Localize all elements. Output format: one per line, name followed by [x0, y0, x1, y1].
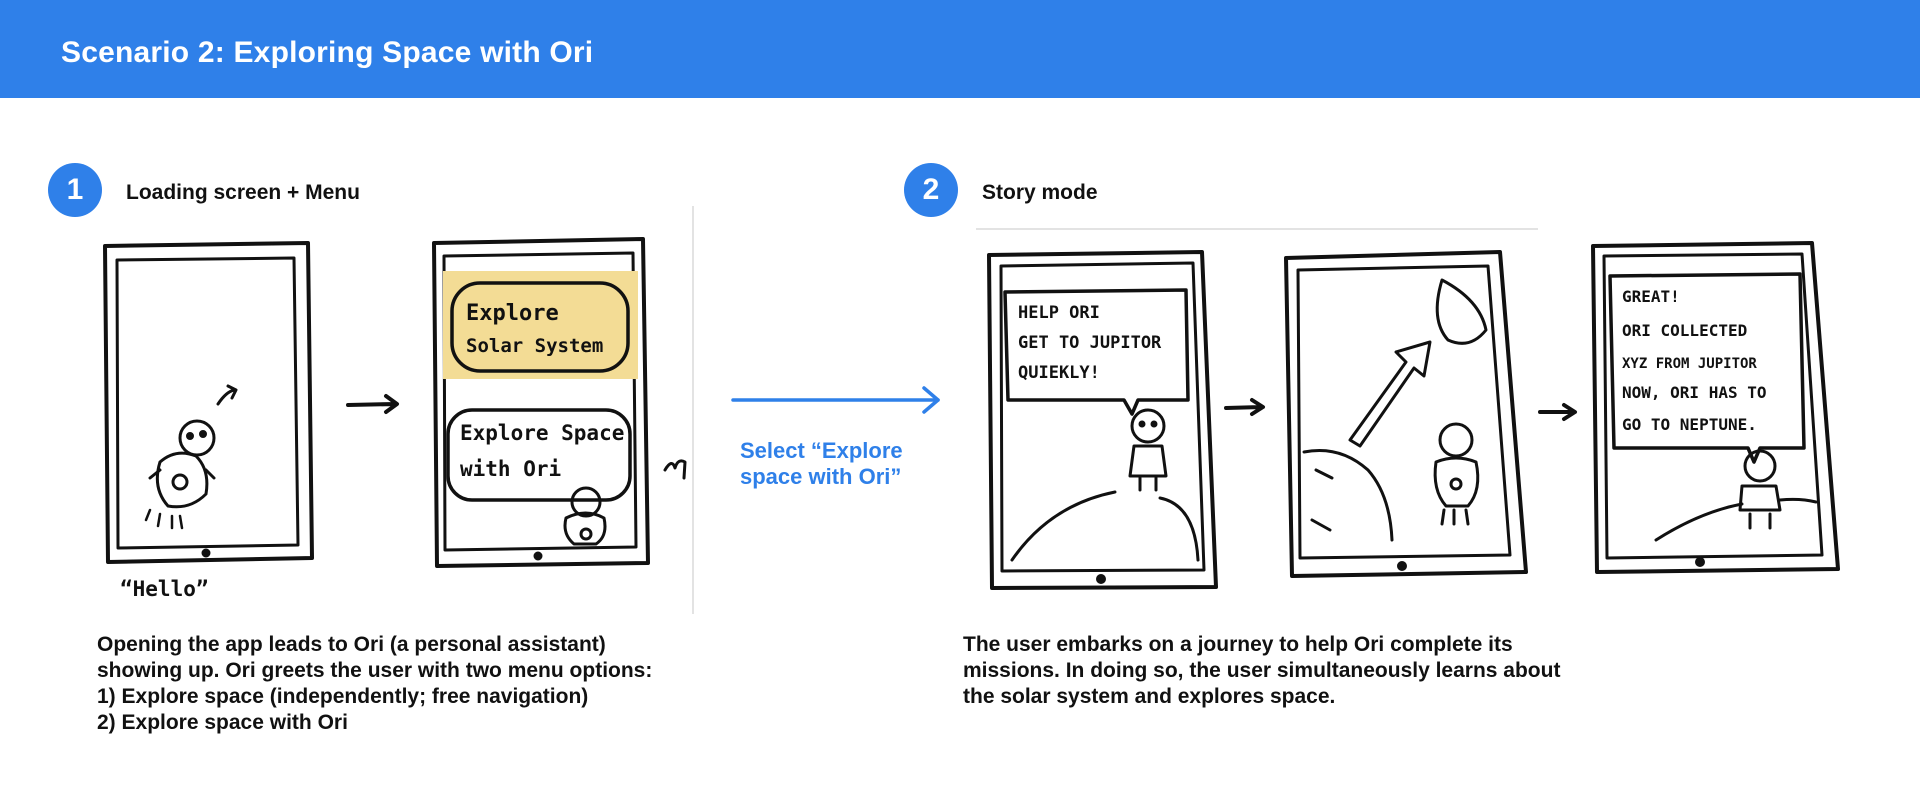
sketch-hello-caption: “Hello”	[120, 577, 209, 601]
description-line: missions. In doing so, the user simultan…	[963, 659, 1561, 682]
big-arrow-icon	[1348, 340, 1432, 448]
menu-option-1-line-1: Explore	[466, 301, 559, 326]
highlight-selected-option	[443, 271, 638, 379]
arrow-icon	[346, 394, 399, 414]
bubble-3-line-5: GO TO NEPTUNE.	[1622, 415, 1757, 434]
header-bar: Scenario 2: Exploring Space with Ori	[0, 0, 1920, 98]
transition-label: Select “Explore space with Ori”	[740, 438, 940, 490]
description-line: showing up. Ori greets the user with two…	[97, 659, 653, 682]
step-2-title: Story mode	[982, 181, 1098, 204]
menu-option-1-line-2: Solar System	[466, 335, 603, 357]
bubble-1-line-3: QUIEKLY!	[1018, 363, 1100, 383]
arrow-icon	[1224, 398, 1265, 416]
sketch-story-intro	[987, 250, 1218, 590]
arrow-icon	[1538, 403, 1577, 421]
sketch-menu-screen	[432, 237, 687, 568]
sketch-loading-screen	[103, 241, 314, 564]
menu-option-2-line-1: Explore Space	[460, 421, 624, 445]
sketch-flight-to-jupiter	[1284, 250, 1528, 578]
ori-robot-icon	[563, 486, 607, 546]
section-divider-vertical	[692, 206, 694, 614]
description-line: 1) Explore space (independently; free na…	[97, 685, 589, 708]
ori-robot-icon	[1433, 422, 1480, 526]
bubble-3-line-1: GREAT!	[1622, 287, 1680, 306]
step-2-badge: 2	[904, 163, 958, 217]
step-1-badge: 1	[48, 163, 102, 217]
step-2-description: The user embarks on a journey to help Or…	[963, 632, 1560, 710]
bubble-3-line-4: NOW, ORI HAS TO	[1622, 383, 1767, 402]
transition-label-line: space with Ori”	[740, 464, 902, 489]
ori-robot-rocket-icon	[144, 419, 216, 530]
transition-arrow-icon	[731, 386, 940, 414]
step-1-description: Opening the app leads to Ori (a personal…	[97, 632, 652, 736]
bubble-1-line-2: GET TO JUPITOR	[1018, 333, 1162, 353]
menu-option-2-line-2: with Ori	[460, 457, 561, 481]
bubble-1-line-1: HELP ORI	[1018, 303, 1100, 323]
bubble-3-line-3: XYZ FROM JUPITOR	[1622, 356, 1757, 372]
sketch-mission-complete	[1591, 241, 1840, 574]
page-title: Scenario 2: Exploring Space with Ori	[61, 36, 594, 69]
description-line: The user embarks on a journey to help Or…	[963, 633, 1513, 656]
section-divider-horizontal	[976, 228, 1538, 230]
description-line: 2) Explore space with Ori	[97, 711, 348, 734]
step-1-title: Loading screen + Menu	[126, 181, 360, 204]
transition-label-line: Select “Explore	[740, 438, 903, 463]
ori-robot-icon	[1128, 408, 1168, 492]
jupiter-icon	[1435, 278, 1488, 345]
description-line: the solar system and explores space.	[963, 685, 1336, 708]
ori-robot-icon	[1738, 449, 1782, 530]
description-line: Opening the app leads to Ori (a personal…	[97, 633, 606, 656]
bubble-3-line-2: ORI COLLECTED	[1622, 321, 1747, 340]
